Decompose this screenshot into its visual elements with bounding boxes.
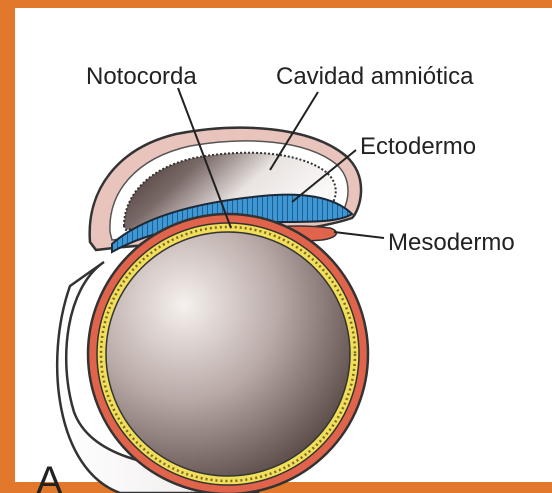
label-mesoderm: Mesodermo [388,229,515,256]
yolk-sac-cavity [106,232,350,476]
frame-border-left [0,0,15,493]
label-ectoderm: Ectodermo [360,133,476,160]
label-amniotic-cavity: Cavidad amniótica [276,63,474,90]
panel-letter: A [36,459,63,493]
label-notochord: Notocorda [86,63,197,90]
frame-border-top [0,0,552,8]
leader-mesoderm [334,232,384,238]
